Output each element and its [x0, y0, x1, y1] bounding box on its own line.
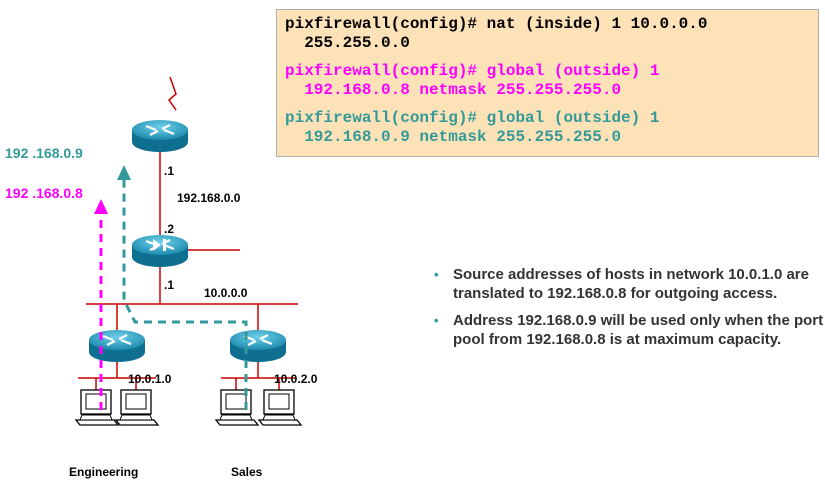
- sales-pc-1-icon: [215, 389, 259, 426]
- perimeter-router-icon: [130, 118, 190, 154]
- nat-command-box: pixfirewall(config)# nat (inside) 1 10.0…: [276, 9, 819, 157]
- addr-global-9-label: 192 .168.0.9: [5, 145, 83, 161]
- global-command-8: pixfirewall(config)# global (outside) 1 …: [285, 62, 660, 99]
- sales-router-icon: [228, 328, 288, 364]
- router-interface-label: .1: [164, 164, 174, 178]
- pix-outside-interface-label: .2: [164, 222, 174, 236]
- bullet-item: •Source addresses of hosts in network 10…: [434, 266, 809, 302]
- pix-inside-interface-label: .1: [164, 278, 174, 292]
- bullet-dot-icon: •: [434, 267, 439, 282]
- bullet-dot-icon: •: [434, 313, 439, 328]
- sales-network-label: 10.0.2.0: [274, 372, 318, 386]
- explanation-bullets: •Source addresses of hosts in network 10…: [432, 265, 824, 357]
- sales-pc-2-icon: [258, 389, 302, 426]
- sales-label: Sales: [231, 465, 263, 479]
- serial-link: [167, 76, 177, 111]
- inside-network-label: 10.0.0.0: [204, 286, 248, 300]
- engineering-label: Engineering: [69, 465, 138, 479]
- magenta-arrowhead: [94, 199, 108, 214]
- pix-firewall-icon: [130, 233, 190, 269]
- engineering-pc-1-icon: [75, 389, 119, 426]
- outside-network-label: 192.168.0.0: [177, 191, 241, 205]
- engineering-router-icon: [87, 328, 147, 364]
- teal-translation-path: [122, 180, 248, 410]
- engineering-pc-2-icon: [115, 389, 159, 426]
- bullet-item: •Address 192.168.0.9 will be used only w…: [434, 312, 824, 348]
- teal-arrowhead: [117, 165, 131, 180]
- engineering-network-label: 10.0.1.0: [128, 372, 172, 386]
- addr-global-8-label: 192 .168.0.8: [5, 185, 83, 201]
- global-command-9: pixfirewall(config)# global (outside) 1 …: [285, 109, 660, 146]
- nat-command: pixfirewall(config)# nat (inside) 1 10.0…: [285, 15, 708, 52]
